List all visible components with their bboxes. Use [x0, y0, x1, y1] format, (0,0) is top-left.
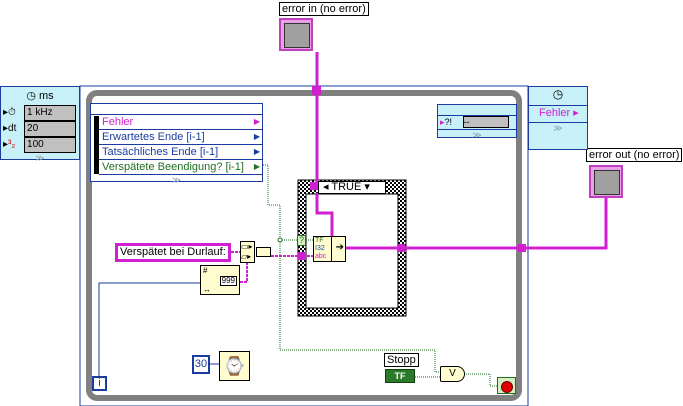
expand-chevron-icon[interactable]: ≫	[171, 175, 182, 185]
tunnel	[397, 244, 405, 252]
tunnel	[298, 252, 306, 260]
bundle-arrow-icon: ➔	[335, 242, 344, 253]
iteration-terminal[interactable]: i	[92, 376, 107, 391]
selector-terminal	[310, 182, 318, 190]
clock-source-icon: ⏱	[8, 107, 16, 118]
clock-icon: ◷	[552, 87, 564, 101]
right-data-node[interactable]: ▸?! -- ≫	[437, 104, 517, 140]
string-function-icon[interactable]	[256, 247, 271, 257]
concatenate-strings-function[interactable]: ▭▸▱▸	[240, 241, 255, 263]
output-row-fehler[interactable]: Fehler ▸	[529, 105, 587, 123]
watch-icon: ⌚	[223, 356, 246, 376]
clock-icon: ◷	[26, 90, 36, 102]
error-in-terminal[interactable]	[279, 18, 313, 51]
input-row-timing-source[interactable]: ▸⏱1 kHz	[3, 105, 79, 121]
error-in-label: error in (no error)	[279, 2, 369, 16]
expand-chevron-icon[interactable]: ≫	[472, 130, 482, 140]
wait-ms-function[interactable]: ⌚	[219, 351, 250, 381]
string-constant[interactable]: Verspätet bei Durlauf:	[115, 243, 231, 262]
expand-chevron-icon[interactable]: ≫	[553, 123, 563, 133]
data-node-row-expected-end[interactable]: Erwartetes Ende [i-1]▶	[99, 130, 262, 145]
data-node-row-finished-late[interactable]: Verspätete Beendigung? [i-1]▶	[99, 160, 262, 175]
or-function[interactable]: V	[440, 366, 465, 382]
tunnel	[518, 244, 526, 252]
expand-chevron-icon[interactable]: ≫	[35, 153, 45, 163]
timed-loop-output-node[interactable]: ◷ Fehler ▸ ≫	[528, 86, 588, 150]
data-node-row-fehler[interactable]: Fehler▶	[99, 115, 262, 130]
unit-label: ms	[39, 90, 54, 102]
tunnel	[312, 86, 321, 95]
error-out-label: error out (no error)	[586, 148, 683, 162]
error-wire	[315, 52, 608, 250]
stop-icon	[500, 381, 513, 393]
left-data-node[interactable]: Fehler▶ Erwartetes Ende [i-1]▶ Tatsächli…	[90, 103, 263, 185]
integer-wire	[98, 282, 219, 376]
stop-condition-terminal[interactable]	[497, 377, 516, 394]
priority-icon: ³₂	[8, 139, 16, 150]
boolean-wire	[263, 164, 498, 387]
stop-label: Stopp	[384, 353, 419, 367]
dt-icon: dt	[8, 123, 17, 134]
stop-button-terminal[interactable]: TF	[385, 369, 415, 383]
timed-loop-border	[79, 85, 529, 406]
case-selector[interactable]: ◂ TRUE ▾	[318, 181, 386, 194]
wait-ms-constant[interactable]: 30	[192, 355, 210, 374]
error-cluster-icon	[284, 23, 310, 48]
select-function[interactable]: ?	[297, 235, 306, 246]
error-cluster-icon	[594, 170, 620, 195]
data-node-row-actual-end[interactable]: Tatsächliches Ende [i-1]▶	[99, 145, 262, 160]
error-out-terminal[interactable]	[589, 165, 623, 198]
number-to-string-function[interactable]: # 999 ↔	[200, 265, 240, 295]
